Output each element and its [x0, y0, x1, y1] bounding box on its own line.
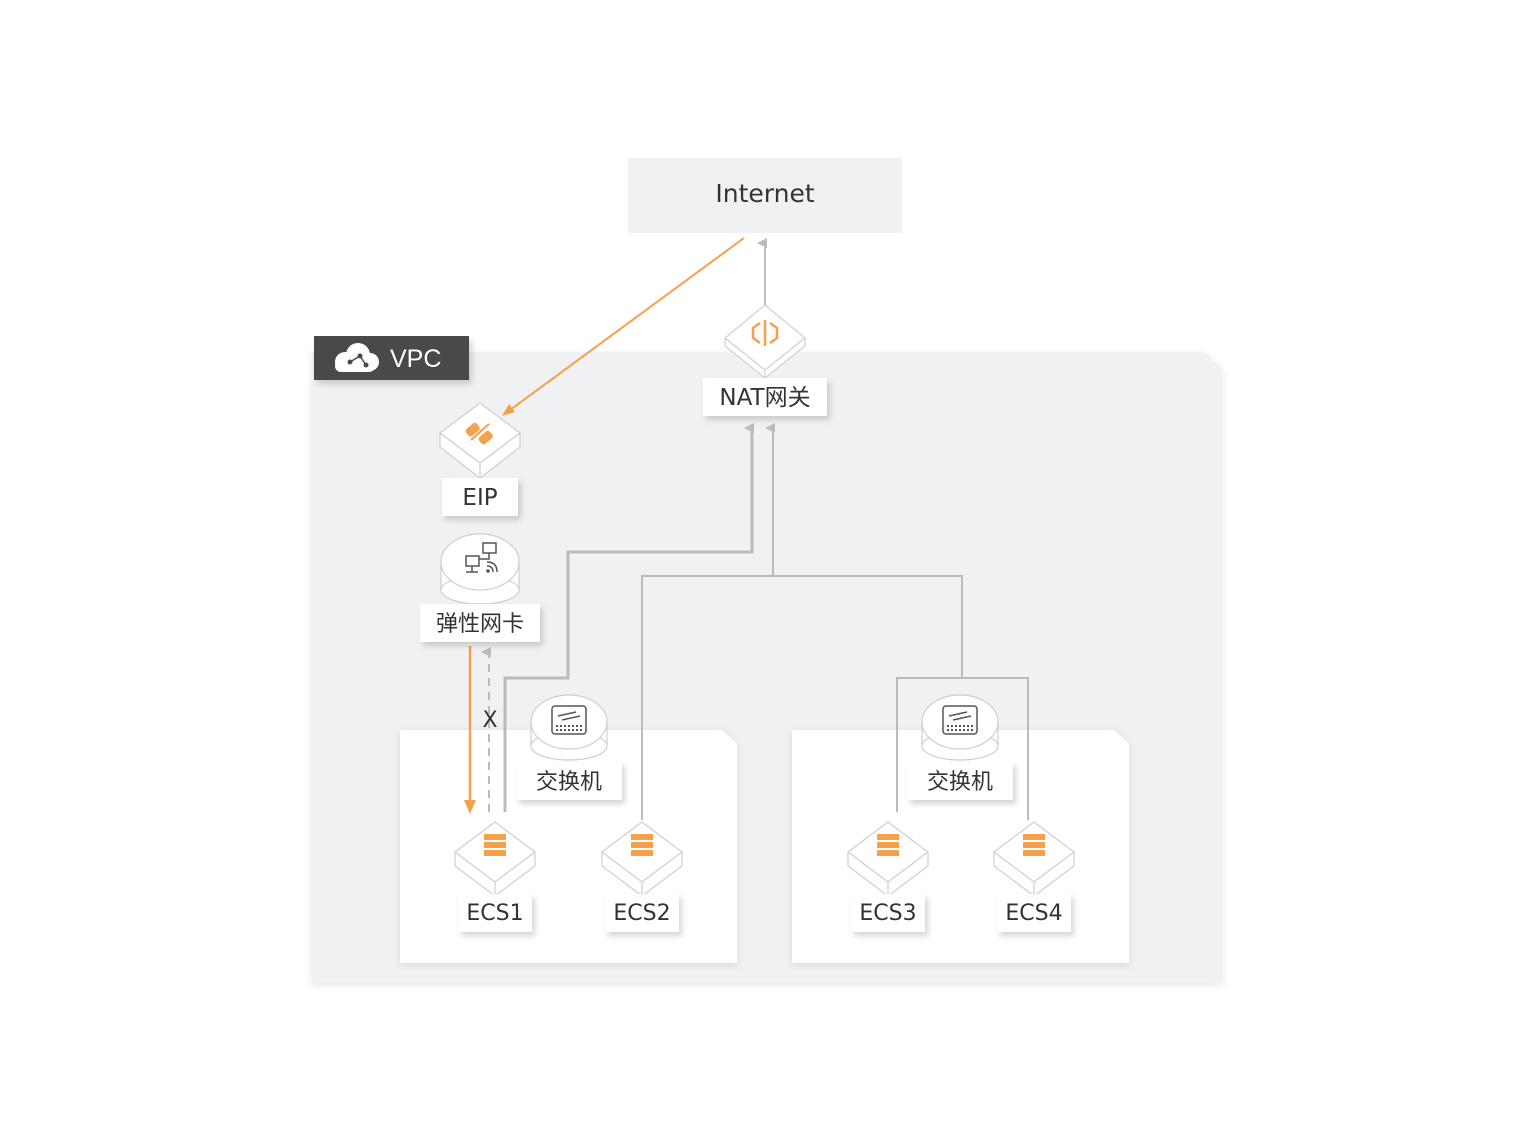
switch-icon: [921, 694, 999, 761]
ecs-node-4: ECS4: [993, 821, 1075, 932]
server-icon: [454, 821, 536, 897]
blocked-marker: X: [482, 708, 497, 733]
network-card-icon: [440, 533, 520, 605]
cloud-icon: [335, 343, 379, 372]
internet-label: Internet: [715, 179, 814, 208]
internet-box: Internet: [628, 158, 902, 233]
connection-lines: [464, 237, 1029, 820]
nat-gateway-icon: [724, 304, 806, 379]
ecs-node-1: ECS1: [454, 821, 536, 932]
eip-node: EIP: [439, 402, 521, 516]
switch-icon: [530, 694, 608, 761]
ecs-label: ECS4: [1005, 901, 1062, 926]
eni-node: 弹性网卡: [420, 533, 540, 642]
server-icon: [601, 821, 683, 897]
eni-label: 弹性网卡: [436, 612, 524, 637]
nat-gateway-node: NAT网关: [703, 304, 827, 416]
ecs-label: ECS1: [466, 901, 523, 926]
switch-label: 交换机: [536, 770, 602, 795]
vpc-label: VPC: [390, 345, 441, 373]
vpc-tag: VPC: [314, 336, 469, 380]
switch-node-1: 交换机: [516, 694, 622, 800]
server-icon: [993, 821, 1075, 897]
ecs-label: ECS2: [613, 901, 670, 926]
ecs-node-2: ECS2: [601, 821, 683, 932]
nat-label: NAT网关: [719, 385, 810, 411]
ecs-label: ECS3: [859, 901, 916, 926]
server-icon: [847, 821, 929, 897]
switch-node-2: 交换机: [907, 694, 1013, 800]
eip-icon: [439, 402, 521, 479]
ecs-node-3: ECS3: [847, 821, 929, 932]
switch-label: 交换机: [927, 770, 993, 795]
eip-label: EIP: [462, 485, 497, 511]
